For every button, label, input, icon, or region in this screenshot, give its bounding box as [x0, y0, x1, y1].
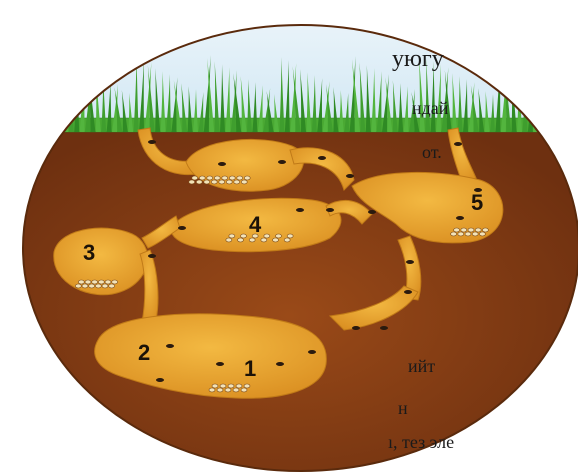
chamber-label-1: 1	[244, 356, 256, 381]
grass-blade	[55, 94, 63, 132]
egg	[261, 238, 267, 242]
egg	[264, 234, 270, 238]
egg	[209, 388, 215, 392]
ant	[404, 290, 412, 294]
ant	[148, 140, 156, 144]
egg	[273, 238, 279, 242]
egg	[284, 238, 290, 242]
egg	[78, 280, 84, 284]
ant	[278, 160, 286, 164]
egg	[204, 180, 210, 184]
egg	[276, 234, 282, 238]
egg	[95, 284, 101, 288]
egg	[475, 228, 481, 232]
egg	[199, 176, 205, 180]
egg	[458, 232, 464, 236]
grass-blade	[517, 69, 522, 132]
page-text-line-5: н	[398, 398, 408, 419]
ant	[308, 350, 316, 354]
ant	[352, 326, 360, 330]
egg	[229, 176, 235, 180]
egg	[241, 180, 247, 184]
grass-blade	[538, 81, 544, 132]
page-text-line-1: уюгу	[392, 46, 444, 73]
ant	[218, 162, 226, 166]
ant	[454, 142, 462, 146]
egg	[98, 280, 104, 284]
egg	[92, 280, 98, 284]
egg	[85, 280, 91, 284]
page-text-line-6: ı, тез эле	[388, 432, 454, 453]
page-text-line-4: ийт	[408, 356, 435, 377]
ant	[346, 174, 354, 178]
egg	[75, 284, 81, 288]
egg	[454, 228, 460, 232]
egg	[234, 180, 240, 184]
egg	[211, 180, 217, 184]
egg	[468, 228, 474, 232]
egg	[109, 284, 115, 288]
egg	[238, 238, 244, 242]
ant	[166, 344, 174, 348]
egg	[229, 234, 235, 238]
ant	[178, 226, 186, 230]
egg	[226, 238, 232, 242]
chamber-label-5: 5	[471, 190, 483, 215]
egg	[226, 180, 232, 184]
chamber-label-3: 3	[83, 240, 95, 265]
egg	[237, 176, 243, 180]
ant	[296, 208, 304, 212]
chamber-label-4: 4	[249, 212, 262, 237]
egg	[192, 176, 198, 180]
ant	[456, 216, 464, 220]
ant	[318, 156, 326, 160]
page-text-line-2: ндай	[412, 98, 448, 119]
egg	[241, 388, 247, 392]
egg	[482, 228, 488, 232]
ant	[216, 362, 224, 366]
ant	[276, 362, 284, 366]
egg	[196, 180, 202, 184]
egg	[225, 388, 231, 392]
egg	[102, 284, 108, 288]
ant	[368, 210, 376, 214]
egg	[461, 228, 467, 232]
egg	[222, 176, 228, 180]
chamber-label-2: 2	[138, 340, 150, 365]
ant	[406, 260, 414, 264]
egg	[287, 234, 293, 238]
egg	[214, 176, 220, 180]
egg	[233, 388, 239, 392]
ant	[326, 208, 334, 212]
egg	[465, 232, 471, 236]
egg	[189, 180, 195, 184]
egg	[249, 238, 255, 242]
grass-blade	[74, 63, 79, 132]
egg	[112, 280, 118, 284]
egg	[82, 284, 88, 288]
egg	[89, 284, 95, 288]
grass-blade	[522, 72, 527, 132]
egg	[244, 176, 250, 180]
egg	[220, 384, 226, 388]
ant	[156, 378, 164, 382]
ant	[148, 254, 156, 258]
egg	[105, 280, 111, 284]
egg	[479, 232, 485, 236]
egg	[244, 384, 250, 388]
egg	[219, 180, 225, 184]
egg	[472, 232, 478, 236]
ant	[380, 326, 388, 330]
egg	[236, 384, 242, 388]
grass-blade	[512, 66, 517, 132]
egg	[207, 176, 213, 180]
egg	[241, 234, 247, 238]
egg	[451, 232, 457, 236]
egg	[217, 388, 223, 392]
egg	[212, 384, 218, 388]
page-text-line-3: от.	[422, 142, 442, 163]
grass-blade	[62, 57, 68, 132]
egg	[228, 384, 234, 388]
